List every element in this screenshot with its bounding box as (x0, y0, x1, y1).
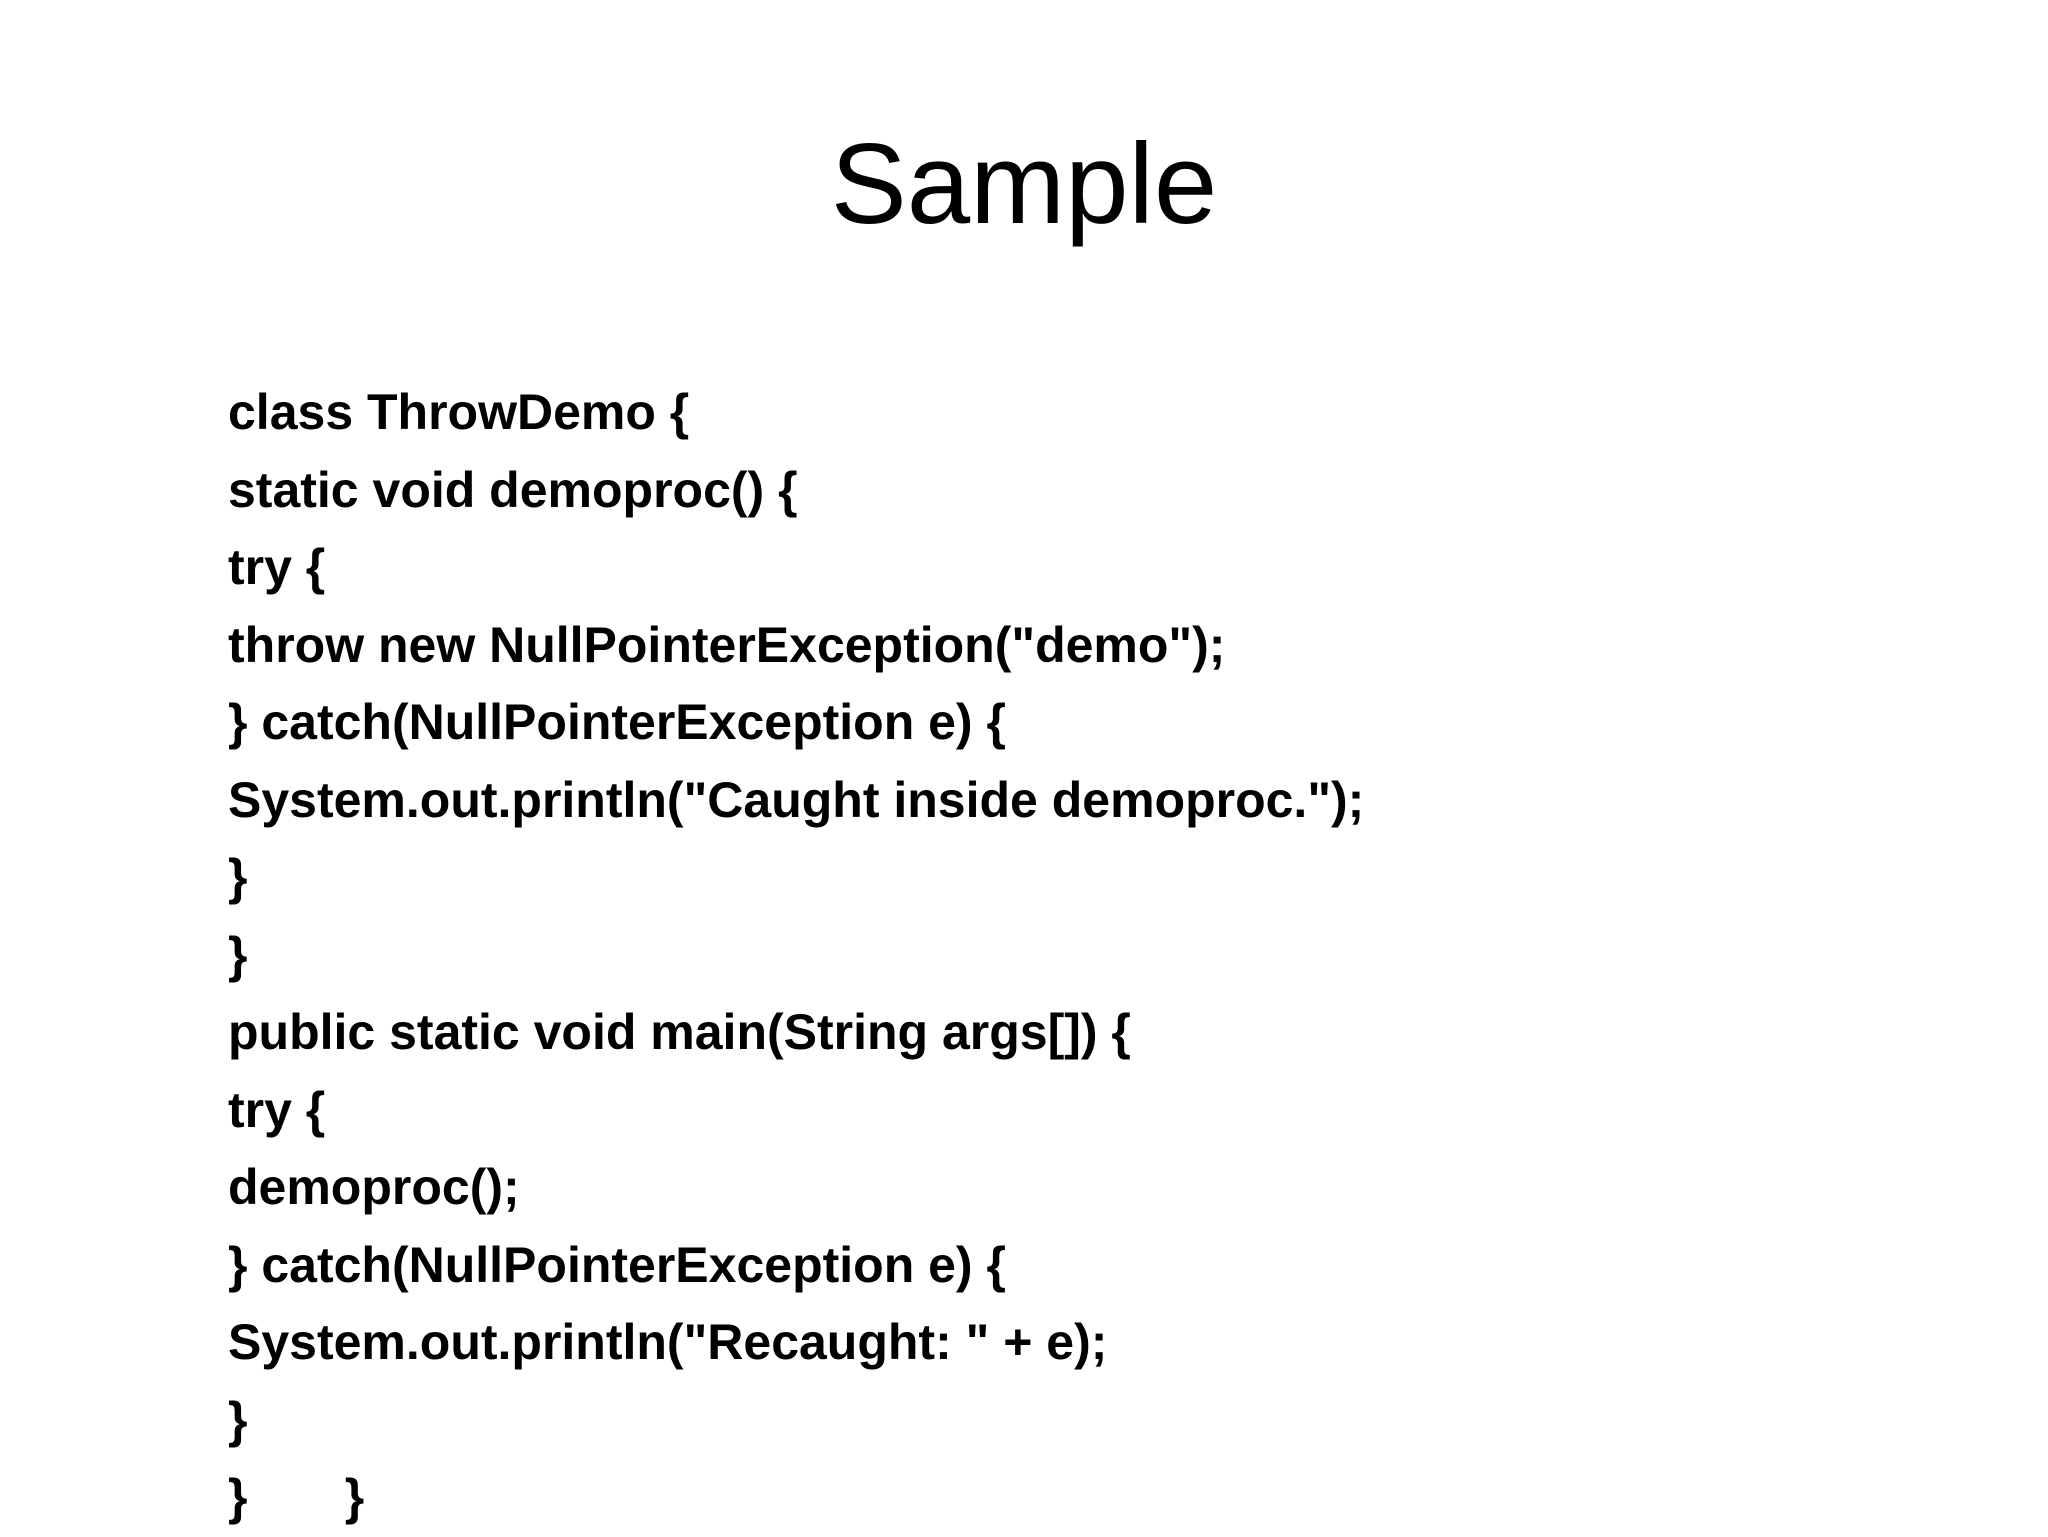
code-line: System.out.println("Recaught: " + e); (228, 1314, 1108, 1370)
code-line: } } (228, 1469, 365, 1525)
slide-title: Sample (830, 121, 1218, 248)
code-line: public static void main(String args[]) { (228, 1004, 1131, 1060)
code-line: demoproc(); (228, 1159, 520, 1215)
code-line: } (228, 1391, 248, 1448)
code-block: class ThrowDemo { static void demoproc()… (228, 374, 1928, 1537)
code-line: throw new NullPointerException("demo"); (228, 616, 1226, 673)
code-line: } catch(NullPointerException e) { (228, 694, 1006, 750)
code-line: } (228, 926, 248, 983)
code-line: static void demoproc() { (228, 461, 798, 518)
code-line: class ThrowDemo { (228, 384, 690, 440)
code-line: try { (228, 539, 326, 595)
code-line: } (228, 849, 248, 905)
code-line: try { (228, 1081, 326, 1138)
code-line: } catch(NullPointerException e) { (228, 1236, 1006, 1293)
code-line: System.out.println("Caught inside demopr… (228, 771, 1365, 828)
